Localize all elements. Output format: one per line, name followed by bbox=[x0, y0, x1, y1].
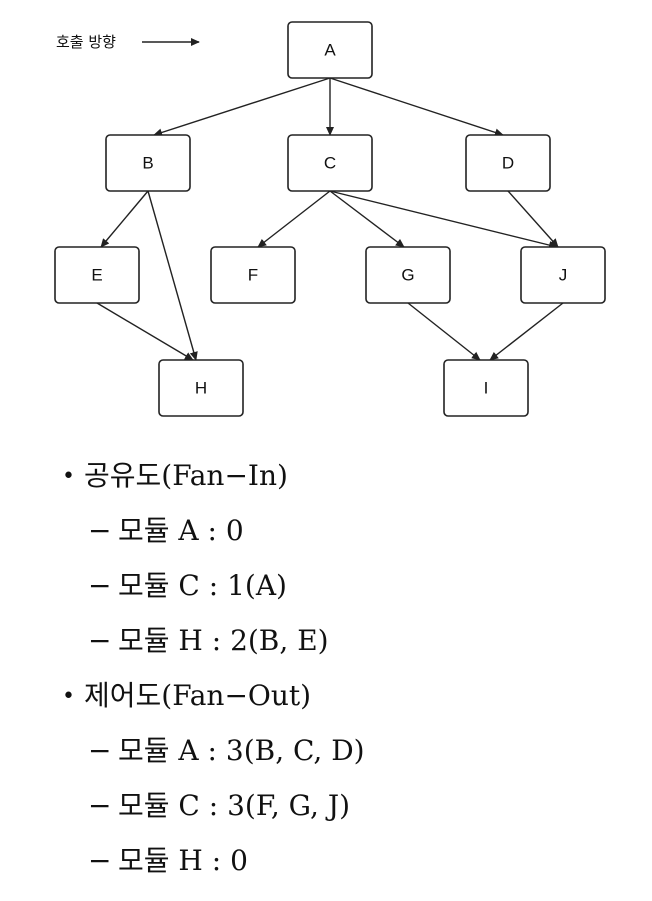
fan-in-heading: 공유도(Fan−In) bbox=[84, 459, 288, 492]
edge-c-to-f bbox=[257, 190, 331, 248]
nodes-layer: A B C D E F G J H I bbox=[54, 21, 606, 417]
bullet-marker: • bbox=[62, 464, 75, 489]
node-box bbox=[54, 246, 140, 304]
node-i: I bbox=[443, 359, 529, 417]
fan-out-item-text: 모듈 A : 3(B, C, D) bbox=[118, 734, 365, 767]
edge-c-to-j bbox=[329, 190, 558, 249]
node-label: D bbox=[502, 154, 514, 173]
dash-marker: − bbox=[88, 734, 112, 767]
node-f: F bbox=[210, 246, 296, 304]
edge-a-to-b bbox=[153, 77, 331, 137]
fan-in-item: −모듈 C : 1(A) bbox=[62, 558, 365, 613]
dash-marker: − bbox=[88, 624, 112, 657]
node-e: E bbox=[54, 246, 140, 304]
node-label: C bbox=[324, 154, 336, 173]
node-box bbox=[365, 246, 451, 304]
node-j: J bbox=[520, 246, 606, 304]
node-d: D bbox=[465, 134, 551, 192]
fan-in-item-text: 모듈 A : 0 bbox=[118, 514, 244, 547]
edges-layer bbox=[96, 77, 564, 361]
edge-d-to-j bbox=[507, 190, 559, 248]
fan-out-item-text: 모듈 C : 3(F, G, J) bbox=[118, 789, 351, 822]
node-label: G bbox=[401, 266, 414, 285]
dash-marker: − bbox=[88, 514, 112, 547]
fan-out-heading: 제어도(Fan−Out) bbox=[84, 679, 312, 712]
edge-b-to-e bbox=[100, 190, 149, 248]
edge-b-to-h bbox=[147, 190, 198, 361]
node-label: A bbox=[324, 41, 336, 60]
dash-marker: − bbox=[88, 569, 112, 602]
call-direction-label: 호출 방향 bbox=[56, 33, 116, 51]
node-b: B bbox=[105, 134, 191, 192]
node-box bbox=[287, 134, 373, 192]
call-direction-legend: 호출 방향 bbox=[56, 33, 200, 51]
node-box bbox=[465, 134, 551, 192]
edge-a-to-d bbox=[329, 77, 504, 137]
fan-out-heading-row: • 제어도(Fan−Out) bbox=[62, 668, 365, 723]
bullet-marker: • bbox=[62, 684, 75, 709]
node-box bbox=[443, 359, 529, 417]
fan-in-item-text: 모듈 C : 1(A) bbox=[118, 569, 287, 602]
module-call-diagram: 호출 방향 A B C D E F G J H I bbox=[54, 21, 606, 417]
node-box bbox=[287, 21, 373, 79]
fan-in-item: −모듈 H : 2(B, E) bbox=[62, 613, 365, 668]
node-label: E bbox=[91, 266, 102, 285]
node-h: H bbox=[158, 359, 244, 417]
dash-marker: − bbox=[88, 789, 112, 822]
node-box bbox=[520, 246, 606, 304]
edge-c-to-g bbox=[329, 190, 405, 248]
node-box bbox=[105, 134, 191, 192]
node-label: J bbox=[559, 266, 568, 285]
dash-marker: − bbox=[88, 844, 112, 877]
fan-out-item: −모듈 H : 0 bbox=[62, 833, 365, 888]
edge-e-to-h bbox=[96, 302, 194, 361]
node-c: C bbox=[287, 134, 373, 192]
node-box bbox=[210, 246, 296, 304]
node-label: I bbox=[484, 379, 489, 398]
node-a: A bbox=[287, 21, 373, 79]
fan-in-item-text: 모듈 H : 2(B, E) bbox=[118, 624, 329, 657]
fan-in-heading-row: • 공유도(Fan−In) bbox=[62, 448, 365, 503]
fan-out-item-text: 모듈 H : 0 bbox=[118, 844, 248, 877]
node-label: H bbox=[195, 379, 207, 398]
fan-metrics-notes: •공유도(Fan−In) −모듈 A : 0 −모듈 C : 1(A) −모듈 … bbox=[62, 448, 365, 888]
node-g: G bbox=[365, 246, 451, 304]
node-label: B bbox=[142, 154, 153, 173]
edge-j-to-i bbox=[489, 302, 564, 361]
node-box bbox=[158, 359, 244, 417]
edge-g-to-i bbox=[407, 302, 481, 361]
node-label: F bbox=[248, 266, 258, 285]
fan-in-item: −모듈 A : 0 bbox=[62, 503, 365, 558]
fan-out-item: −모듈 C : 3(F, G, J) bbox=[62, 778, 365, 833]
fan-out-item: −모듈 A : 3(B, C, D) bbox=[62, 723, 365, 778]
